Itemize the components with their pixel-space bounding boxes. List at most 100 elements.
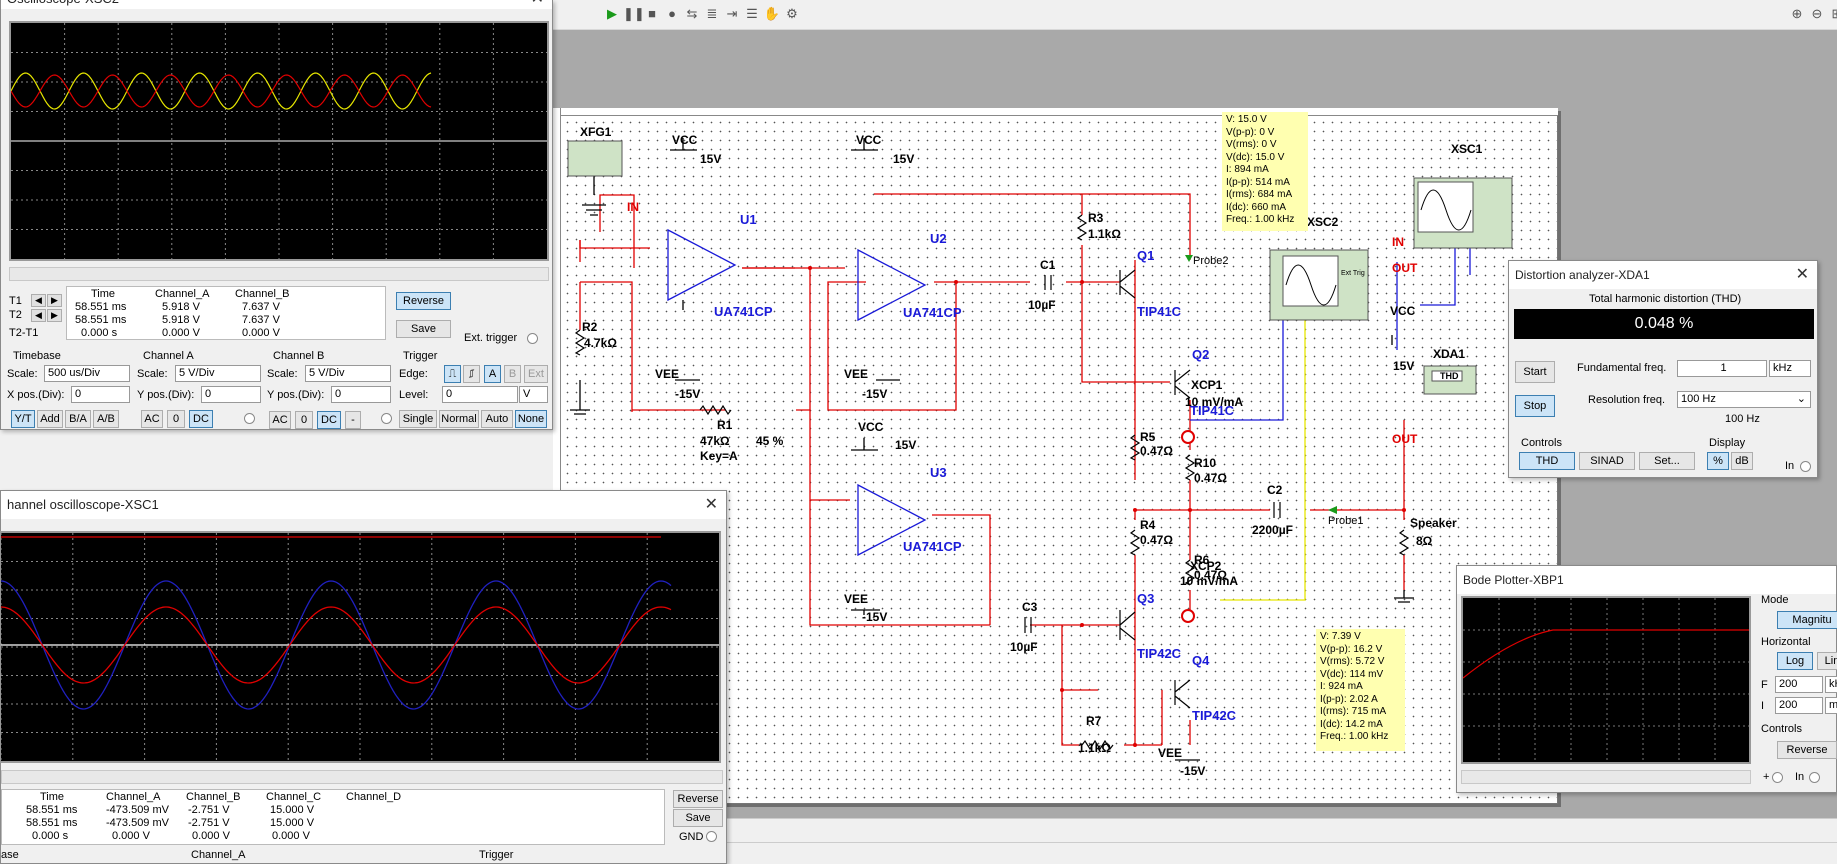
reverse-button[interactable]: Reverse	[1777, 741, 1837, 759]
trigger-a-button[interactable]: A	[484, 365, 501, 383]
i-field[interactable]: 200	[1775, 697, 1823, 714]
zoom-fit-icon[interactable]: ⊞	[1828, 5, 1837, 23]
channel-b-scale-field[interactable]: 5 V/Div	[305, 365, 391, 382]
stop-button[interactable]: Stop	[1515, 395, 1555, 417]
log-button[interactable]: Log	[1777, 652, 1813, 670]
trigger-b-button[interactable]: B	[504, 365, 521, 383]
q2-label: Q2	[1192, 347, 1209, 362]
i-unit[interactable]: m	[1825, 697, 1837, 714]
t1-right-arrow[interactable]: ▶	[47, 294, 62, 307]
t1-left-arrow[interactable]: ◀	[31, 294, 46, 307]
probe-icon[interactable]: ⇆	[686, 6, 698, 21]
mode-ab-button[interactable]: A/B	[93, 410, 119, 428]
channel-b-ac-button[interactable]: AC	[269, 411, 291, 429]
display-percent-button[interactable]: %	[1707, 452, 1729, 470]
channel-a-radio[interactable]	[244, 413, 255, 424]
channel-a-zero-button[interactable]: 0	[167, 410, 185, 428]
start-button[interactable]: Start	[1515, 361, 1555, 383]
f-field[interactable]: 200	[1775, 676, 1823, 693]
display-db-button[interactable]: dB	[1731, 452, 1753, 470]
scope-scrollbar-xsc2[interactable]	[9, 267, 549, 281]
mode-ba-button[interactable]: B/A	[65, 410, 91, 428]
resolution-freq-label: Resolution freq.	[1588, 394, 1666, 406]
channel-b-ypos-field[interactable]: 0	[331, 386, 391, 403]
gnd-radio[interactable]	[706, 831, 717, 842]
settings-icon[interactable]: ⚙	[786, 6, 798, 21]
ext-trigger-label: Ext. trigger	[464, 332, 518, 344]
channel-b-radio[interactable]	[381, 413, 392, 424]
sinad-button[interactable]: SINAD	[1579, 452, 1635, 470]
timebase-scale-field[interactable]: 500 us/Div	[44, 365, 130, 382]
in-radio[interactable]	[1809, 772, 1820, 783]
channel-b-zero-button[interactable]: 0	[295, 411, 313, 429]
rising-edge-icon[interactable]: ⎍	[444, 365, 461, 383]
scope-screen-xsc1[interactable]	[0, 531, 721, 763]
canvas-scrollbar[interactable]	[553, 818, 1837, 842]
trigger-none-button[interactable]: None	[515, 410, 547, 428]
channel-b-invert-button[interactable]: -	[345, 411, 361, 429]
v15-label-2: 15V	[893, 152, 914, 166]
channel-a-ypos-field[interactable]: 0	[201, 386, 261, 403]
close-icon[interactable]: ✕	[531, 0, 544, 9]
v15-label-1: 15V	[700, 152, 721, 166]
reverse-button[interactable]: Reverse	[396, 292, 451, 310]
col-header-channel-a: Channel_A	[155, 288, 210, 300]
bode-scrollbar[interactable]	[1461, 770, 1751, 784]
plus-radio[interactable]	[1772, 772, 1783, 783]
vm15-label-4: -15V	[1180, 764, 1205, 778]
close-icon[interactable]: ✕	[704, 496, 718, 513]
lin-button[interactable]: Lin	[1817, 652, 1837, 670]
t2-right-arrow[interactable]: ▶	[47, 309, 62, 322]
close-icon[interactable]: ✕	[1795, 266, 1809, 283]
probe-list-icon[interactable]: ≣	[706, 6, 718, 21]
save-button[interactable]: Save	[396, 320, 451, 338]
trigger-level-field[interactable]: 0	[442, 386, 518, 403]
align-icon[interactable]: ⇥	[726, 6, 738, 21]
trigger-level-unit[interactable]: V	[519, 386, 548, 403]
trigger-auto-button[interactable]: Auto	[481, 410, 513, 428]
q1-part: TIP41C	[1137, 304, 1182, 319]
trigger-normal-button[interactable]: Normal	[439, 410, 479, 428]
xpos-field[interactable]: 0	[71, 386, 130, 403]
pause-icon[interactable]: ❚❚	[623, 6, 645, 21]
ext-trigger-radio[interactable]	[527, 333, 538, 344]
mode-yt-button[interactable]: Y/T	[11, 410, 35, 428]
stop-icon[interactable]: ■	[648, 6, 656, 21]
table-cell: 7.637 V	[242, 301, 280, 313]
save-button[interactable]: Save	[673, 809, 723, 827]
t2-left-arrow[interactable]: ◀	[31, 309, 46, 322]
channel-a-scale-field[interactable]: 5 V/Div	[175, 365, 261, 382]
list-icon[interactable]: ☰	[746, 6, 758, 21]
zoom-out-icon[interactable]: ⊖	[1811, 6, 1823, 21]
channel-b-dc-button[interactable]: DC	[317, 411, 341, 429]
fundamental-freq-unit[interactable]: kHz	[1769, 360, 1811, 377]
scope-screen-xsc2[interactable]	[9, 21, 549, 261]
q4-part: TIP42C	[1192, 708, 1237, 723]
thd-button[interactable]: THD	[1519, 452, 1575, 470]
falling-edge-icon[interactable]: ⎎	[463, 365, 480, 383]
hand-icon[interactable]: ✋	[763, 6, 781, 21]
settings-button[interactable]: Set...	[1639, 452, 1695, 470]
controls-label: Controls	[1761, 723, 1802, 735]
run-icon[interactable]: ▶	[607, 6, 617, 21]
zoom-in-icon[interactable]: ⊕	[1791, 6, 1803, 21]
trigger-ext-button[interactable]: Ext	[524, 365, 548, 383]
f-unit[interactable]: kH	[1825, 676, 1837, 693]
r10-value: 0.47Ω	[1194, 471, 1227, 485]
magnitude-button[interactable]: Magnitu	[1777, 611, 1837, 629]
scope-traces-xsc1	[0, 533, 719, 761]
in-radio[interactable]	[1800, 461, 1811, 472]
channel-a-ac-button[interactable]: AC	[141, 410, 163, 428]
resolution-freq-select[interactable]: 100 Hz ⌄	[1677, 391, 1811, 408]
fundamental-freq-field[interactable]: 1	[1677, 360, 1767, 377]
trigger-single-button[interactable]: Single	[399, 410, 437, 428]
step-icon[interactable]: ●	[668, 6, 676, 21]
reverse-button[interactable]: Reverse	[673, 790, 723, 808]
u2-part: UA741CP	[903, 305, 962, 320]
scope-scrollbar-xsc1[interactable]	[1, 770, 723, 784]
mode-add-button[interactable]: Add	[37, 410, 63, 428]
channel-a-dc-button[interactable]: DC	[189, 410, 213, 428]
bode-screen[interactable]	[1461, 596, 1751, 764]
r4-label: R4	[1140, 518, 1156, 532]
